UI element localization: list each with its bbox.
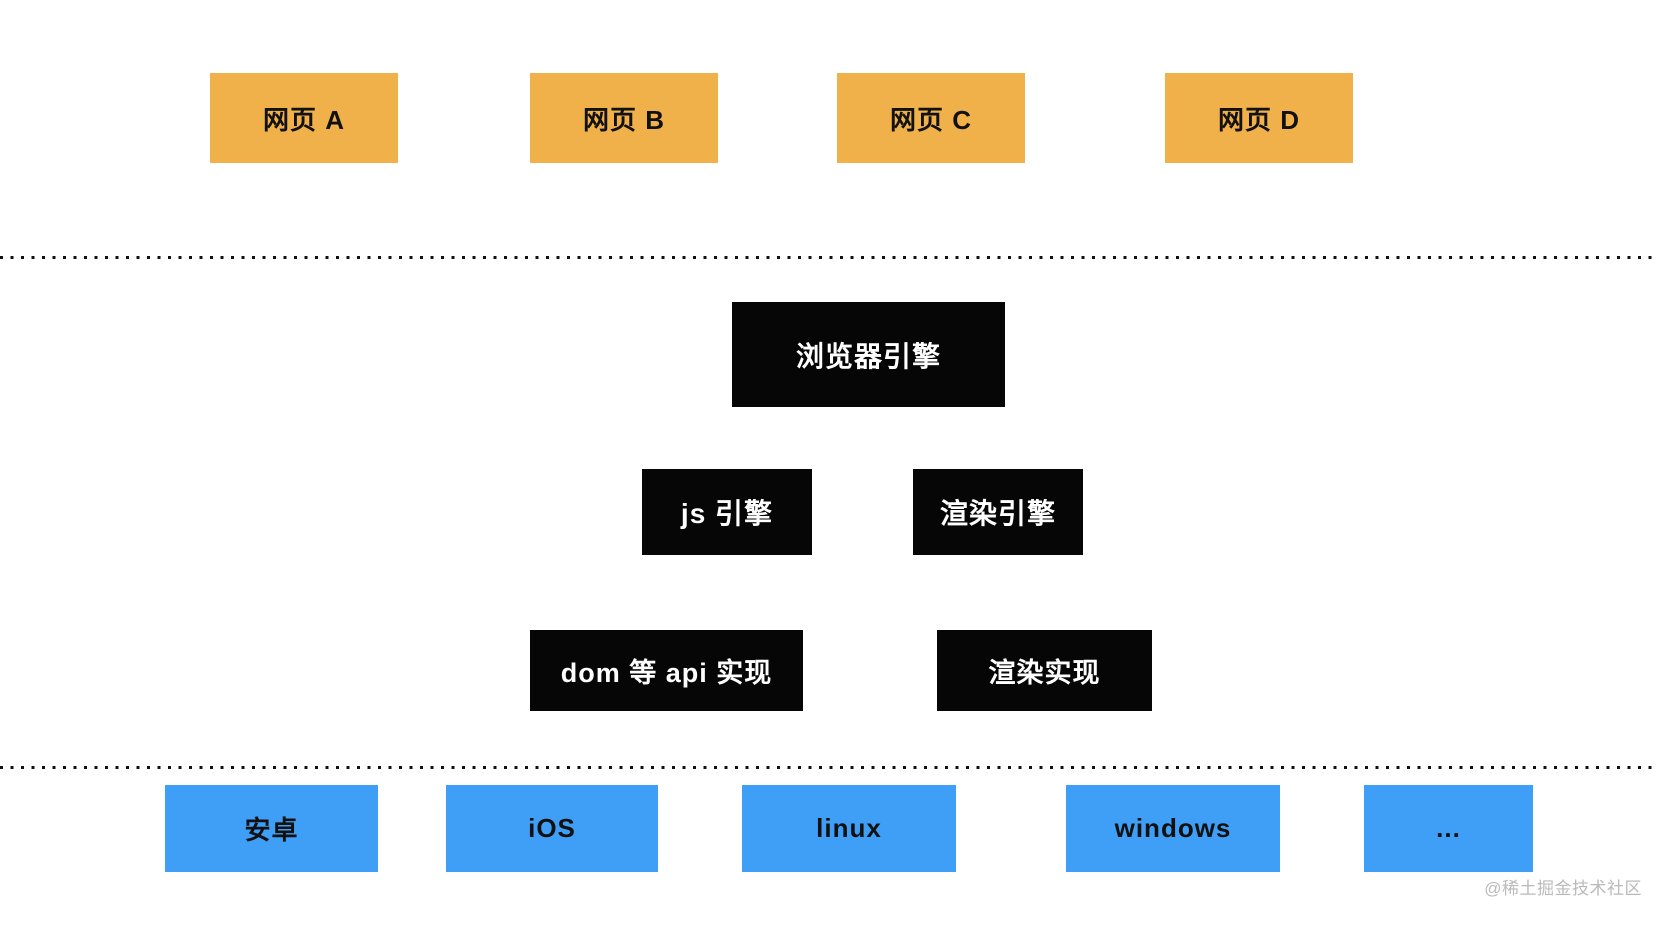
diagram-node-webpage-c: 网页 C [837, 73, 1025, 163]
diagram-node-platform-android: 安卓 [165, 785, 378, 872]
diagram-node-js-engine: js 引擎 [642, 469, 812, 555]
dotted-separator-bottom [0, 766, 1656, 769]
diagram-node-webpage-b: 网页 B [530, 73, 718, 163]
diagram-node-webpage-d: 网页 D [1165, 73, 1353, 163]
diagram-node-browser-engine: 浏览器引擎 [732, 302, 1005, 407]
diagram-node-platform-windows: windows [1066, 785, 1280, 872]
watermark-juejin-community: @稀土掘金技术社区 [1484, 879, 1642, 898]
diagram-node-platform-linux: linux [742, 785, 956, 872]
diagram-node-render-engine: 渲染引擎 [913, 469, 1083, 555]
diagram-node-platform-ios: iOS [446, 785, 658, 872]
diagram-node-render-impl: 渲染实现 [937, 630, 1152, 711]
diagram-node-webpage-a: 网页 A [210, 73, 398, 163]
diagram-node-dom-api-impl: dom 等 api 实现 [530, 630, 803, 711]
diagram-node-platform-more: ... [1364, 785, 1533, 872]
dotted-separator-top [0, 256, 1656, 259]
